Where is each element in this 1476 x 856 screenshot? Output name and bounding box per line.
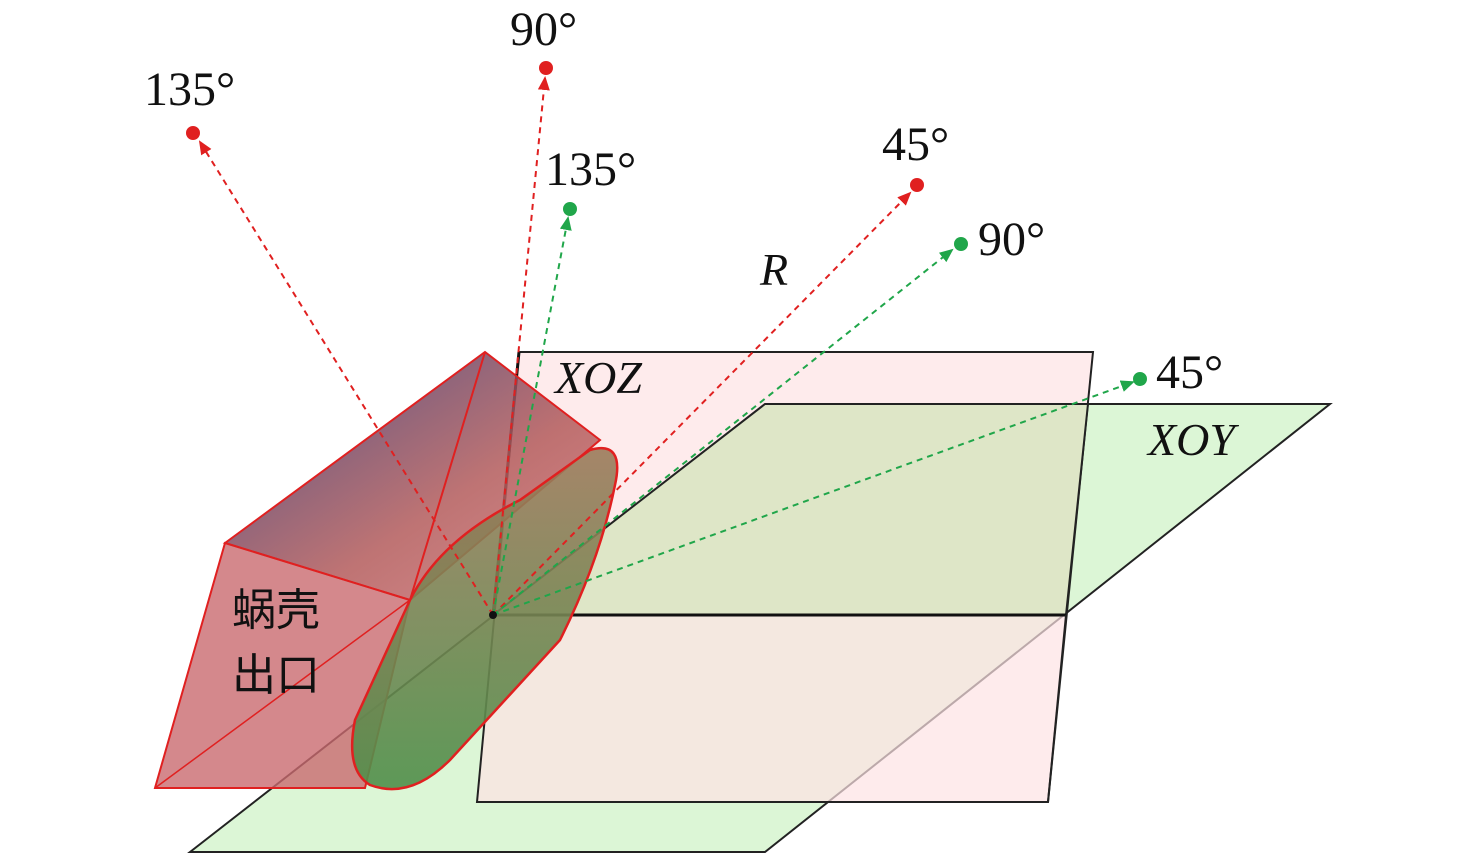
y-edge-line — [1047, 614, 1067, 803]
red-ray-90 — [492, 76, 550, 616]
green-label-135: 135° — [545, 143, 636, 196]
green-point-135 — [563, 202, 577, 216]
red-label-45: 45° — [882, 118, 949, 171]
red-point-135 — [186, 126, 200, 140]
green-point-45 — [1133, 372, 1147, 386]
red-ray-135 — [198, 140, 494, 616]
green-ray-90 — [492, 248, 954, 616]
outlet-side-face — [153, 541, 412, 789]
radius-label: R — [759, 244, 788, 295]
red-label-90: 90° — [510, 3, 577, 56]
volute-outlet — [153, 350, 619, 791]
red-point-90 — [539, 61, 553, 75]
green-label-90: 90° — [978, 213, 1045, 266]
green-label-45: 45° — [1156, 346, 1223, 399]
green-rays — [492, 216, 1135, 616]
xoy-plane-label: XOY — [1146, 414, 1239, 465]
outlet-edge — [409, 351, 486, 601]
outlet-label-line2: 出口 — [232, 650, 320, 701]
outlet-label-line1: 蜗壳 — [232, 585, 320, 636]
red-point-45 — [910, 178, 924, 192]
xoz-plane-label: XOZ — [553, 352, 642, 403]
origin-point — [489, 611, 497, 619]
green-ray-135 — [492, 216, 572, 616]
green-point-90 — [954, 237, 968, 251]
outlet-opening-face — [350, 447, 619, 791]
green-ray-45 — [492, 380, 1135, 616]
red-label-135: 135° — [144, 63, 235, 116]
red-rays — [198, 76, 912, 616]
outlet-edge-lower — [154, 599, 411, 789]
